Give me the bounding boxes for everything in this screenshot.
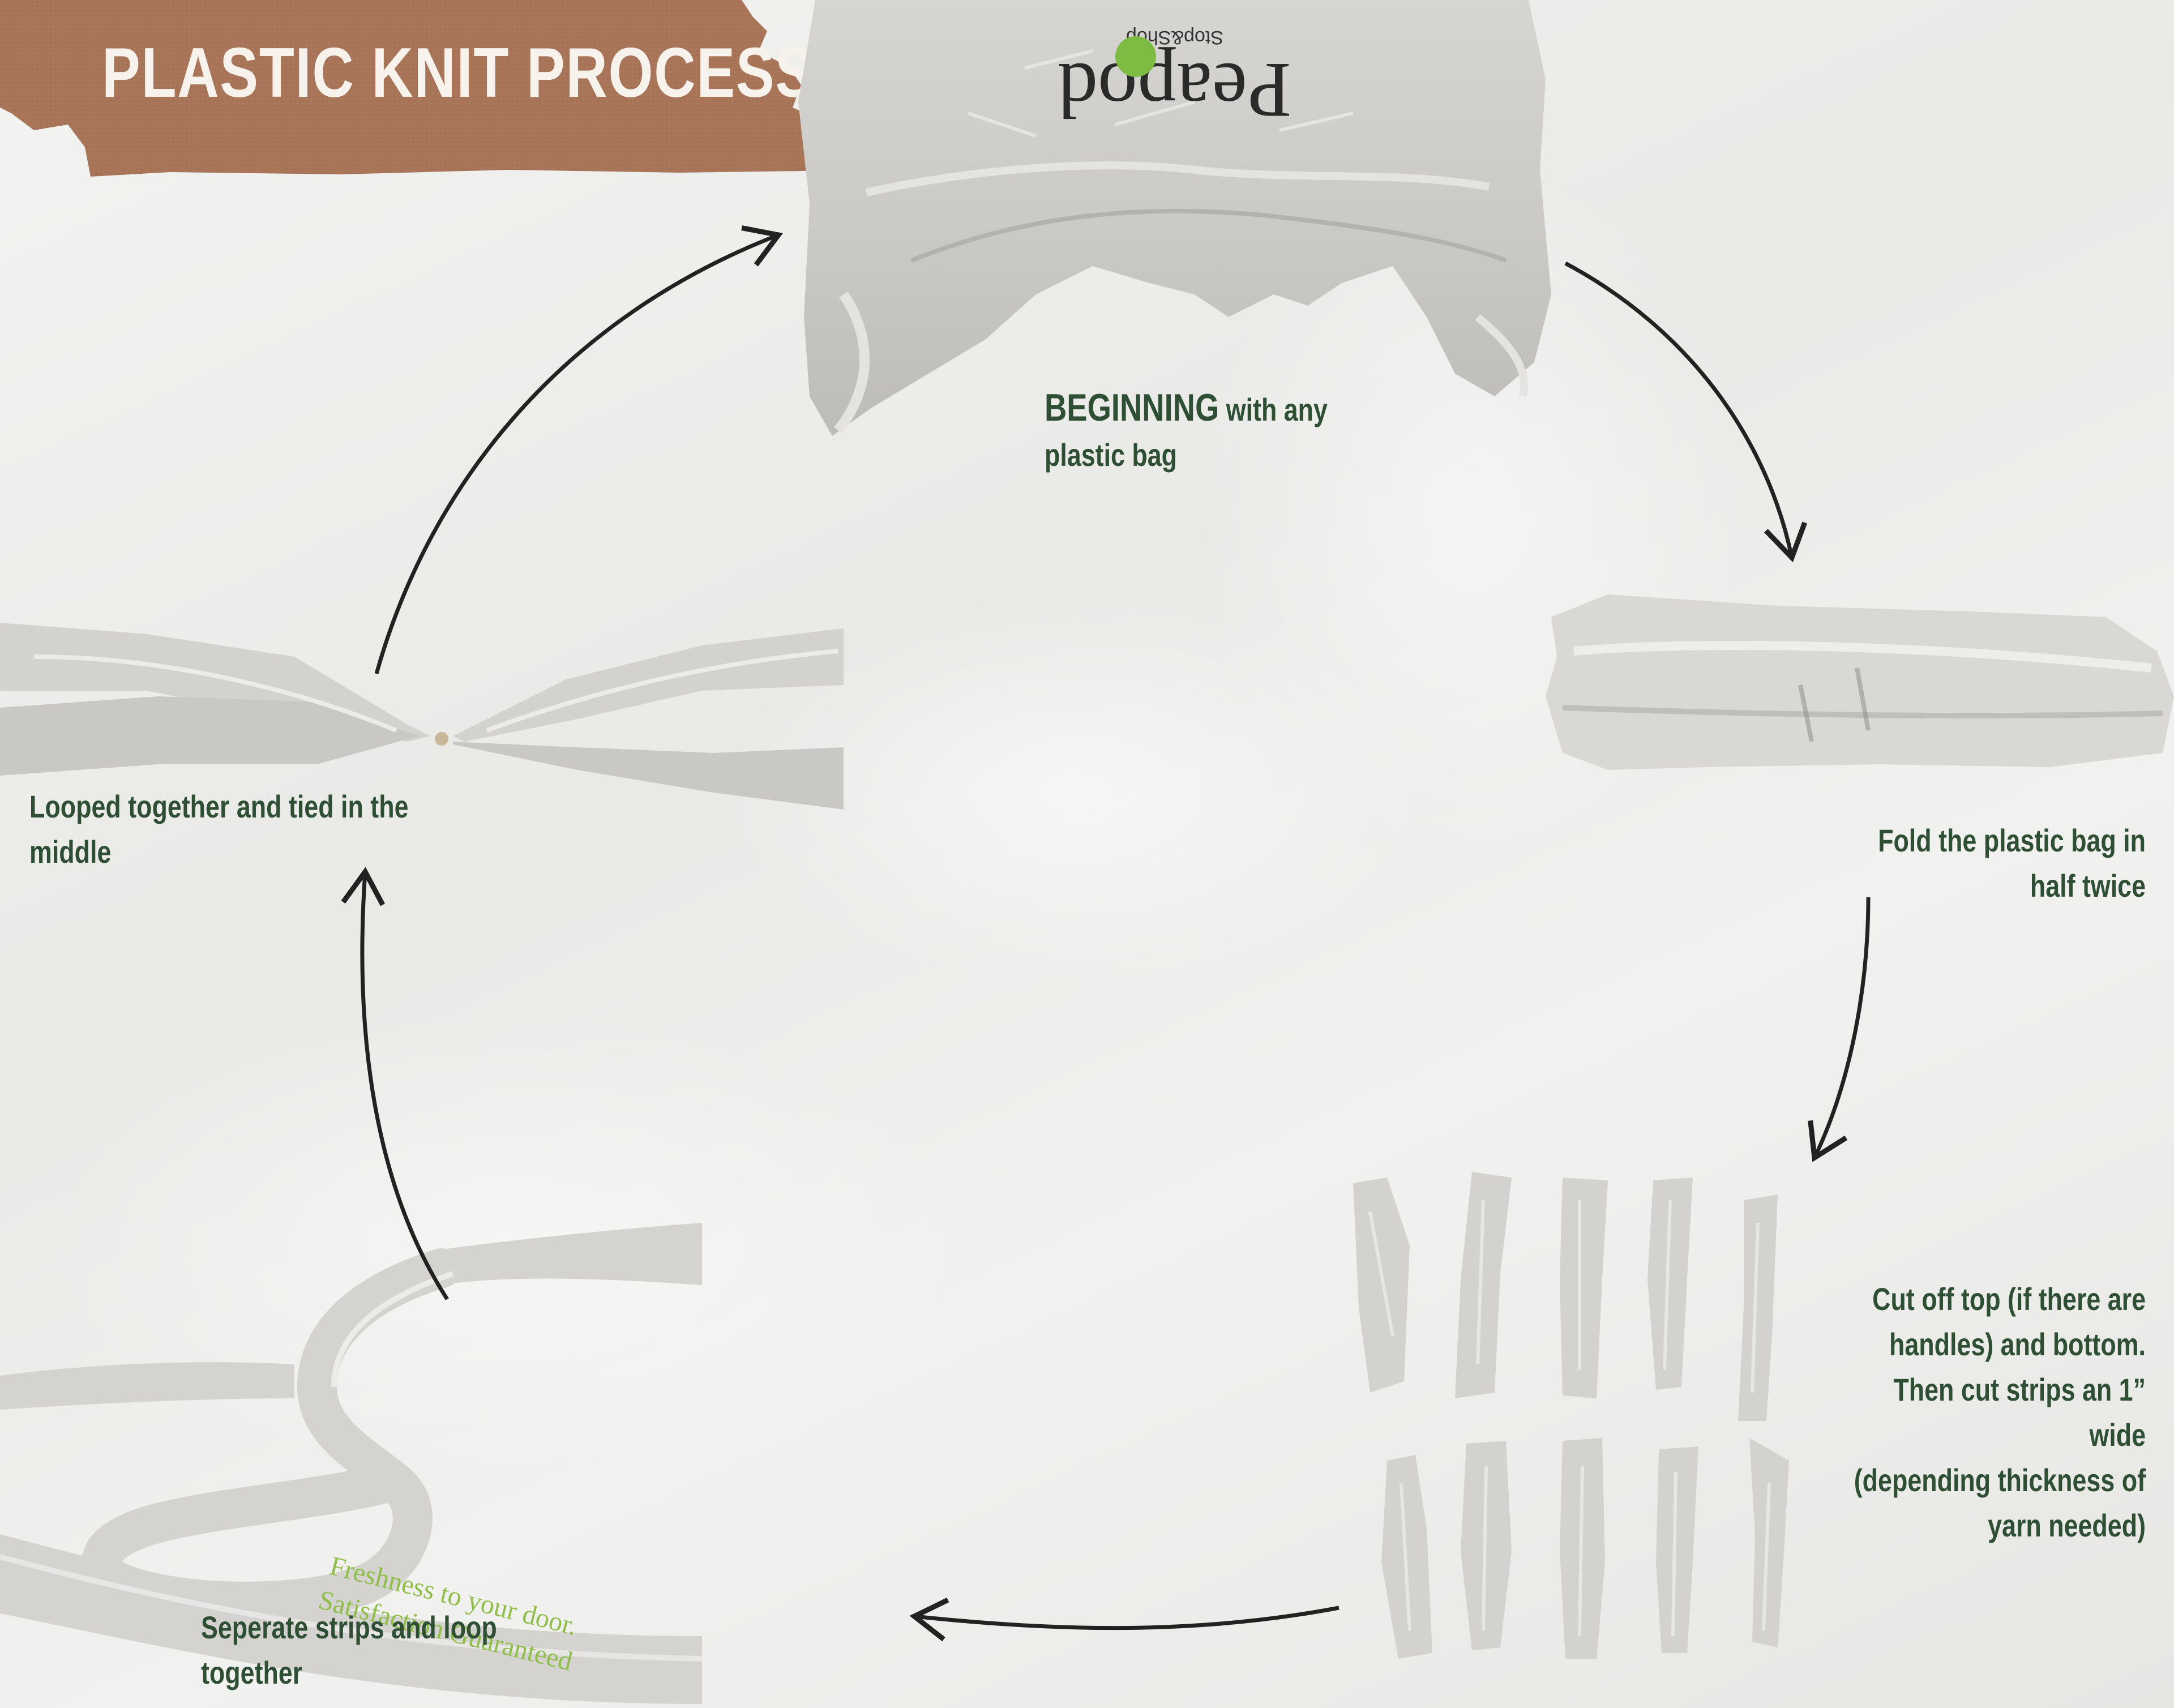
plastic-strip — [1353, 1178, 1410, 1393]
plastic-strip — [1647, 1178, 1693, 1390]
arrow-icon — [1808, 897, 1871, 1162]
cardboard-tape-shape — [0, 0, 832, 177]
caption-cut-line-2: handles) and bottom. — [1889, 1326, 2146, 1362]
looped-strips-photo: Freshness to your door. Satisfaction Gua… — [0, 1217, 702, 1708]
plastic-strip — [1749, 1438, 1789, 1647]
caption-beginning-text: with any plastic bag — [1045, 392, 1328, 473]
cut-strips-photo — [1347, 1166, 1823, 1664]
caption-looped: Looped together and tied in the middle — [29, 789, 409, 870]
tied-strips-photo — [0, 623, 844, 810]
caption-cut-line-4: wide — [2089, 1417, 2146, 1453]
caption-fold: Fold the plastic bag in half twice — [1878, 823, 2146, 904]
arrow-icon — [909, 1598, 1340, 1642]
bag-logo-text: Peapod — [1058, 46, 1291, 134]
plastic-strip — [1455, 1172, 1512, 1398]
arrow-icon — [374, 225, 784, 674]
caption-separate: Seperate strips and loop together — [201, 1609, 497, 1690]
logo-dot-icon — [1115, 36, 1156, 77]
title-tape: PLASTIC KNIT PROCESS — [0, 0, 838, 181]
arrow-icon — [1564, 261, 1808, 563]
page-title: PLASTIC KNIT PROCESS — [102, 34, 815, 112]
caption-beginning-emphasis: BEGINNING — [1045, 386, 1219, 429]
caption-cut-line-6: yarn needed) — [1988, 1508, 2146, 1543]
caption-cut-line-3: Then cut strips an 1” — [1893, 1372, 2146, 1407]
caption-beginning: BEGINNING with any plastic bag — [1045, 385, 1362, 478]
arrow-icon — [341, 867, 449, 1300]
plastic-strip — [1738, 1195, 1778, 1421]
folded-bag-photo — [1540, 583, 2174, 776]
plastic-strip — [1656, 1446, 1698, 1653]
plastic-bag-photo: Peapod Stop&Shop — [798, 0, 1551, 442]
caption-cut-line-1: Cut off top (if there are — [1872, 1281, 2146, 1317]
caption-cut: Cut off top (if there are handles) and b… — [1792, 1277, 2146, 1548]
knot — [435, 732, 448, 746]
plastic-strip — [1560, 1178, 1608, 1398]
caption-cut-line-5: (depending thickness of — [1854, 1462, 2146, 1498]
